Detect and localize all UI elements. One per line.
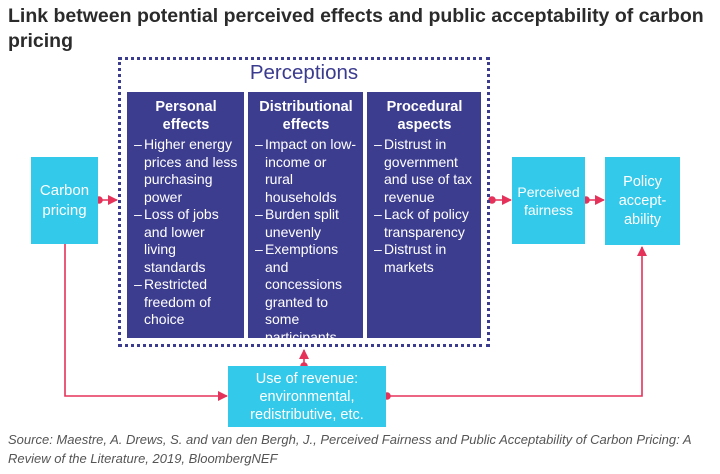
list-item: Loss of jobs and lower living standards [134,206,238,276]
list-item: Impact on low-income or rural households [255,136,357,206]
perceived-fairness-box: Perceived fairness [512,157,585,244]
carbon-pricing-label: Carbon pricing [39,181,90,219]
column-heading: Procedural aspects [386,99,463,133]
list-item: Higher energy prices and less purchasing… [134,136,238,206]
bullet-list: Impact on low-income or rural households… [255,136,357,346]
list-item: Distrust in markets [374,241,475,276]
bullet-list: Distrust in government and use of tax re… [374,136,475,276]
source-note: Source: Maestre, A. Drews, S. and van de… [8,432,692,466]
perceived-fairness-label: Perceived fairness [517,183,580,218]
use-of-revenue-label: Use of revenue: environmental, redistrib… [250,370,364,423]
arrow-carbon-to-revenue [64,244,228,401]
list-item: Lack of policy transparency [374,206,475,241]
list-item: Distrust in government and use of tax re… [374,136,475,206]
connector-dot [488,196,496,204]
personal-effects-column: Personal effects Higher energy prices an… [127,92,244,338]
use-of-revenue-box: Use of revenue: environmental, redistrib… [228,366,386,427]
bullet-list: Higher energy prices and less purchasing… [134,136,238,329]
procedural-aspects-column: Procedural aspects Distrust in governmen… [367,92,481,338]
column-heading: Personal effects [155,99,217,133]
list-item: Restricted freedom of choice [134,276,238,329]
list-item: Burden split unevenly [255,206,357,241]
column-heading: Distributional effects [259,99,353,133]
policy-acceptability-box: Policy accept- ability [605,157,680,245]
arrow-revenue-to-acceptability [386,246,647,397]
policy-acceptability-label: Policy accept- ability [618,173,667,228]
carbon-pricing-box: Carbon pricing [31,157,98,244]
perceptions-label: Perceptions [249,61,359,84]
diagram-title: Link between potential perceived effects… [8,5,704,52]
list-item: Exemptions and concessions granted to so… [255,241,357,346]
distributional-effects-column: Distributional effects Impact on low-inc… [248,92,363,345]
